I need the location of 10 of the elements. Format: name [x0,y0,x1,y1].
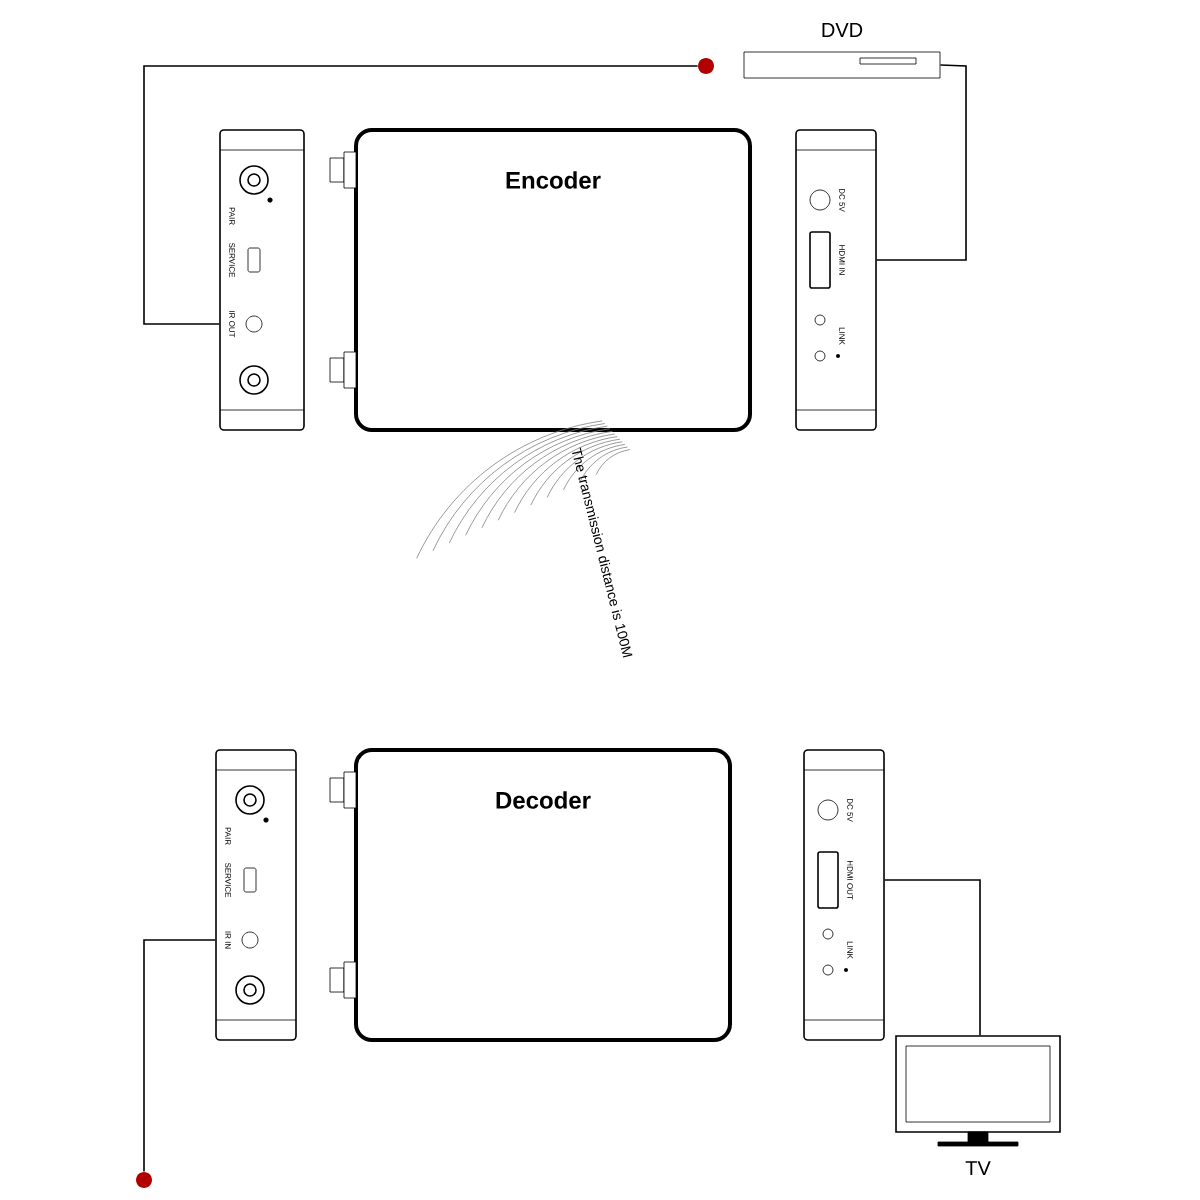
cable [143,65,699,325]
device-box: Decoder [329,748,732,1042]
device-box: Encoder [329,128,752,432]
cable [143,939,216,1173]
cable [884,879,981,1036]
device-label: DVD [822,23,863,37]
ir-sensor [698,58,714,74]
device-label: TV [965,1161,991,1175]
ir-sensor [136,1172,152,1188]
cable [876,64,967,261]
